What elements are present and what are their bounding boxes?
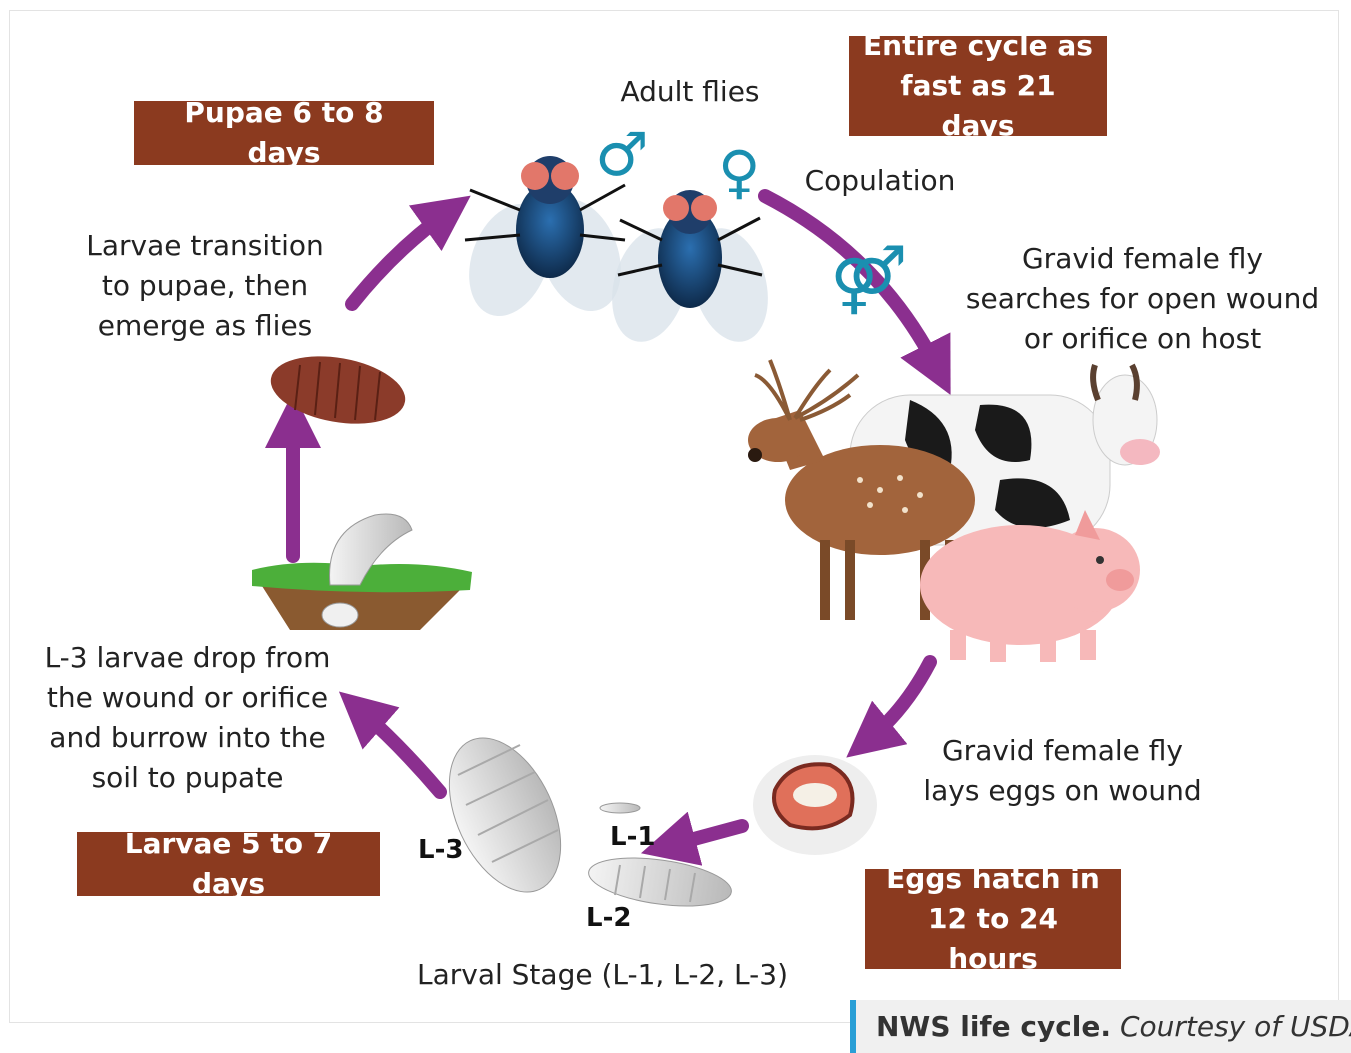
arrow-eggs-to-larvae [668,826,742,846]
label-l3-drop: L-3 larvae drop from the wound or orific… [25,638,350,798]
arrow-larvae-to-soil [360,710,440,792]
label-lays-eggs: Gravid female fly lays eggs on wound [905,731,1220,811]
box-larvae-duration: Larvae 5 to 7 days [77,832,380,896]
male-symbol-icon: ♂ [595,120,649,190]
figure-caption: NWS life cycle. Courtesy of USDA [850,1000,1351,1053]
arrow-pupa-to-flies [352,212,448,304]
label-larval-stage: Larval Stage (L-1, L-2, L-3) [405,955,800,995]
stage-label-l2: L-2 [586,903,631,933]
label-copulation: Copulation [790,161,970,201]
stage-label-l3: L-3 [418,835,463,865]
box-entire-cycle: Entire cycle as fast as 21 days [849,36,1107,136]
caption-title: NWS life cycle. [876,1010,1111,1043]
arrow-host-to-eggs [868,662,930,740]
caption-credit: Courtesy of USDA [1120,1010,1351,1043]
larva-l1-icon [600,803,640,813]
wound-eggs-icon [753,755,877,855]
label-adult-flies: Adult flies [600,72,780,112]
larva-l3-icon [427,720,583,909]
copulation-symbol-icon: ⚤ [830,241,908,318]
box-pupae-duration: Pupae 6 to 8 days [134,101,434,165]
label-transition: Larvae transition to pupae, then emerge … [75,226,335,346]
box-eggs-hatch: Eggs hatch in 12 to 24 hours [865,869,1121,969]
soil-burrow-icon [252,514,472,630]
female-symbol-icon: ♀ [718,138,760,206]
adult-fly-female-icon [600,190,780,350]
stage-label-l1: L-1 [610,822,655,852]
label-gravid-search: Gravid female fly searches for open woun… [950,239,1335,359]
